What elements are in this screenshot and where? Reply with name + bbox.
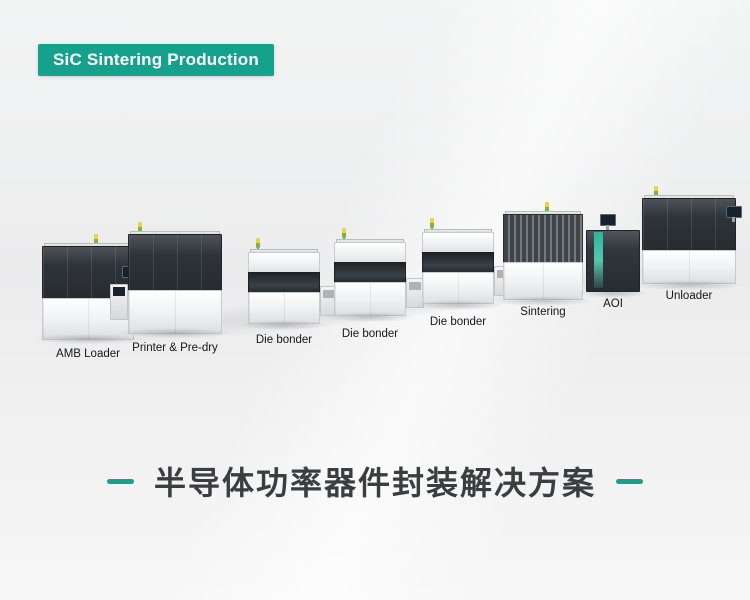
machine-top-face xyxy=(505,211,581,216)
machine-top-face xyxy=(644,195,734,200)
signal-tower-icon xyxy=(430,218,434,234)
machine-label: AMB Loader xyxy=(56,348,120,360)
machine-die-bonder-3: Die bonder xyxy=(414,216,512,328)
machine-window-band xyxy=(248,272,320,294)
machine-die-bonder-1: Die bonder xyxy=(240,236,338,346)
machine-window-band xyxy=(334,262,406,284)
machine-upper-hood xyxy=(248,252,320,274)
aoi-accent-stripe xyxy=(594,232,603,288)
machine-label: Die bonder xyxy=(341,328,399,340)
signal-tower-icon xyxy=(256,238,260,254)
machine-sintering: Sintering xyxy=(495,202,591,318)
machine-label: Die bonder xyxy=(429,316,487,328)
machine-base-cabinet xyxy=(248,292,320,324)
operator-monitor-icon xyxy=(726,206,742,222)
heading-text: 半导体功率器件封装解决方案 xyxy=(153,465,596,501)
machine-upper-cabinet xyxy=(128,234,222,292)
signal-tower-icon xyxy=(342,228,346,244)
machine-label: Unloader xyxy=(665,290,713,302)
machine-label: AOI xyxy=(603,298,623,310)
machine-unloader: Unloader xyxy=(634,186,744,302)
machine-upper-cabinet xyxy=(642,198,736,252)
machine-base-cabinet xyxy=(642,250,736,284)
heading-dash-left-icon xyxy=(106,478,134,484)
machine-base-cabinet xyxy=(422,272,494,304)
machine-shadow xyxy=(326,312,414,322)
heading-dash-right-icon xyxy=(616,478,643,484)
machine-label: Printer & Pre-dry xyxy=(132,342,218,354)
machine-base-cabinet xyxy=(503,262,583,300)
machine-shadow xyxy=(578,288,648,298)
machine-top-face xyxy=(336,239,404,244)
machine-base-cabinet xyxy=(334,282,406,316)
solution-heading: 半导体功率器件封装解决方案 xyxy=(0,458,750,504)
machine-shadow xyxy=(120,328,230,338)
machine-shadow xyxy=(240,320,328,330)
machine-label: Die bonder xyxy=(255,334,313,346)
machine-top-face xyxy=(250,249,318,254)
machine-shadow xyxy=(414,300,502,310)
machine-label: Sintering xyxy=(520,306,566,318)
machine-shadow xyxy=(495,296,591,306)
machine-die-bonder-2: Die bonder xyxy=(326,226,424,340)
machine-process-chamber xyxy=(503,214,583,264)
machine-printer-predry: Printer & Pre-dry xyxy=(110,222,230,354)
machine-top-face xyxy=(424,229,492,234)
machine-shadow xyxy=(34,334,142,344)
machine-top-face xyxy=(130,231,220,236)
machine-window-band xyxy=(422,252,494,274)
machine-aoi: AOI xyxy=(578,214,648,310)
machine-upper-hood xyxy=(422,232,494,254)
product-line-badge: SiC Sintering Production xyxy=(38,44,274,76)
inspection-monitor-icon xyxy=(600,214,616,230)
machine-base-cabinet xyxy=(128,290,222,334)
operator-console xyxy=(110,284,128,320)
machine-shadow xyxy=(634,280,744,290)
machine-upper-hood xyxy=(334,242,406,264)
